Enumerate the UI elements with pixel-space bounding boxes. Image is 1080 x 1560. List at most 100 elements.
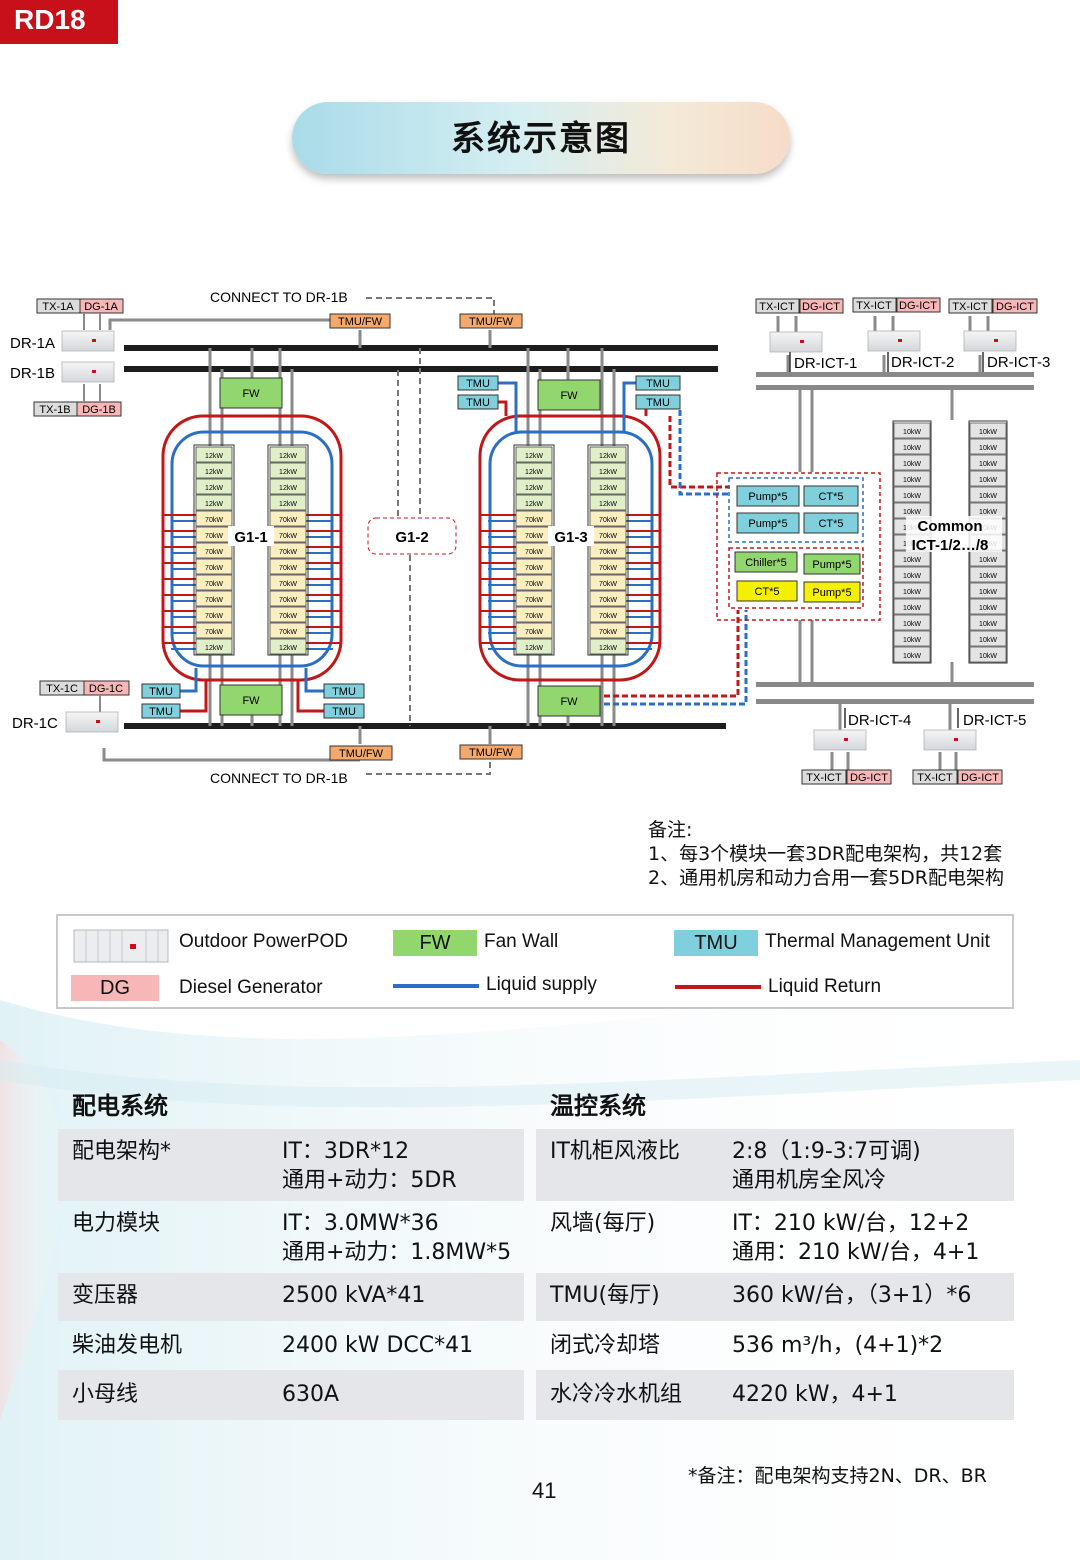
notes-line-2: 2、通用机房和动力合用一套5DR配电架构 (648, 867, 1005, 889)
title-banner: 系统示意图 (292, 102, 790, 174)
tmu-box: TMU (149, 686, 173, 698)
rack-unit (195, 510, 233, 527)
dr-ict-ticks (789, 352, 984, 728)
spec-key: 水冷冷水机组 (536, 1370, 732, 1420)
notes-line-1: 1、每3个模块一套3DR配电架构，共12套 (648, 843, 1003, 865)
legend: Outdoor PowerPOD FW Fan Wall TMU Thermal… (56, 914, 1014, 1009)
tx-ict-label: TX-ICT (856, 300, 892, 312)
ict-rack-label: 10kW (979, 605, 997, 612)
dg-ict-label: DG-ICT (899, 300, 937, 312)
ict-rack-label: 10kW (903, 573, 921, 580)
rack-unit (515, 638, 553, 655)
powerpod-icon (813, 729, 867, 751)
powerpod-icon (963, 330, 1017, 352)
hall-g1-1-label: G1-1 (234, 529, 267, 546)
ict-rack-unit (893, 614, 931, 631)
rack-unit (589, 494, 627, 511)
system-diagram: 12kW 12kW 12kW 12kW 70kW 70kW 70kW 70kW 70kW 70kW… (10, 289, 1050, 786)
ict-rack-unit (893, 598, 931, 615)
rack-label: 70kW (599, 533, 617, 540)
legend-supply-label: Liquid supply (486, 974, 597, 995)
plant-chiller: Chiller*5 (745, 557, 787, 569)
rack-label: 70kW (279, 533, 297, 540)
dg-ict-label: DG-ICT (850, 772, 888, 784)
cooling-section-title: 温控系统 (550, 1092, 646, 1120)
rack-unit (195, 446, 233, 463)
dr-ict-1-label: DR-ICT-1 (794, 355, 857, 372)
hall-g1-3-label: G1-3 (554, 529, 587, 546)
rack-unit (515, 590, 553, 607)
plant-pump-1: Pump*5 (748, 491, 787, 503)
dr-ict-4-label: DR-ICT-4 (848, 712, 911, 729)
rack-label: 70kW (525, 613, 543, 620)
rack-unit (269, 638, 307, 655)
rack-unit (269, 462, 307, 479)
spec-key: 配电架构* (58, 1129, 282, 1201)
rack-unit (269, 606, 307, 623)
rack-unit (589, 622, 627, 639)
ict-rack-label: 10kW (979, 461, 997, 468)
rack-column (587, 444, 629, 656)
ict-rack-label: 10kW (903, 557, 921, 564)
rack-label: 12kW (279, 469, 297, 476)
legend-tmu-label: Thermal Management Unit (765, 931, 990, 952)
rack-label: 12kW (205, 485, 223, 492)
dr-ict-2-label: DR-ICT-2 (891, 354, 954, 371)
dr-1a-label: DR-1A (10, 335, 55, 352)
rack-label: 70kW (599, 549, 617, 556)
spec-value-line: IT：210 kW/台，12+2 (732, 1211, 970, 1236)
fw-g13-bottom: FW (560, 696, 578, 708)
legend-supply-line (393, 984, 479, 988)
rack-label: 70kW (205, 565, 223, 572)
rack-unit (515, 510, 553, 527)
powerpod-icon (73, 929, 169, 963)
rack-label: 12kW (205, 501, 223, 508)
rack-unit (589, 590, 627, 607)
rack-label: 70kW (599, 629, 617, 636)
rack-label: 70kW (205, 533, 223, 540)
dg-ict-label: DG-ICT (996, 301, 1034, 313)
rack-unit (195, 606, 233, 623)
ict-rack-label: 10kW (979, 509, 997, 516)
ict-rack-unit (893, 454, 931, 471)
rack-label: 70kW (599, 581, 617, 588)
rack-unit (589, 446, 627, 463)
rack-label: 12kW (525, 453, 543, 460)
rack-unit (515, 494, 553, 511)
rack-label: 70kW (279, 629, 297, 636)
left-tx-links (83, 313, 101, 712)
ict-rack-unit (969, 598, 1007, 615)
rack-unit (195, 478, 233, 495)
rack-label: 12kW (279, 501, 297, 508)
ict-rack-unit (893, 438, 931, 455)
dr-1c-label: DR-1C (12, 715, 58, 732)
rack-unit (195, 590, 233, 607)
ict-rack-unit (893, 422, 931, 439)
rack-label: 12kW (599, 645, 617, 652)
rack-label: 70kW (205, 597, 223, 604)
tx-1a-label: TX-1A (42, 301, 74, 313)
ict-rack-unit (969, 438, 1007, 455)
ict-rack-unit (969, 630, 1007, 647)
diagram-notes: 备注: 1、每3个模块一套3DR配电架构，共12套 2、通用机房和动力合用一套5… (648, 818, 1004, 890)
common-ict-label-2: ICT-1/2…/8 (912, 537, 989, 554)
footnote: *备注：配电架构支持2N、DR、BR (688, 1465, 987, 1487)
rack-unit (589, 462, 627, 479)
connect-label-top: CONNECT TO DR-1B (210, 289, 348, 305)
plant-pump-3: Pump*5 (812, 559, 851, 571)
tmu-box: TMU (646, 378, 670, 390)
rack-unit (589, 574, 627, 591)
rack-label: 70kW (525, 565, 543, 572)
rack-column (193, 444, 235, 656)
dg-1c-label: DG-1C (89, 683, 123, 695)
hall-g1-1-piping (161, 414, 343, 682)
ict-rack-label: 10kW (979, 621, 997, 628)
ict-rack-label: 10kW (903, 461, 921, 468)
spec-key: 变压器 (58, 1273, 282, 1321)
tmu-fw-box: TMU/FW (339, 748, 384, 760)
table-row: TMU(每厅)360 kW/台，（3+1）*6 (536, 1273, 1014, 1321)
tmu-box: TMU (466, 397, 490, 409)
